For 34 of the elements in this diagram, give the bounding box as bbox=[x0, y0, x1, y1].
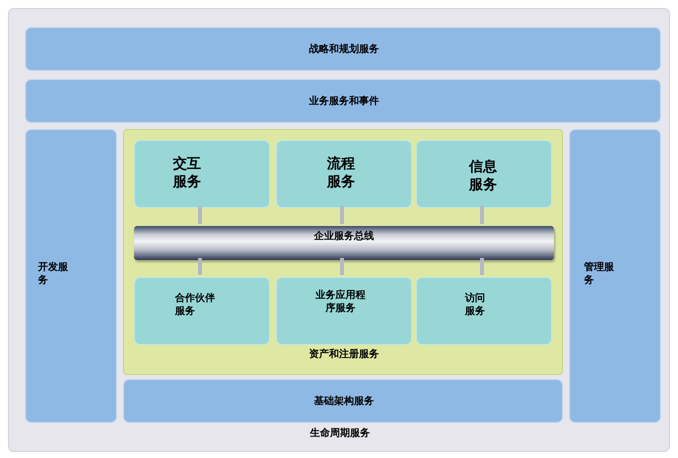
service-box bbox=[134, 277, 270, 345]
connector-line bbox=[340, 206, 344, 224]
service-label: 管理服务 bbox=[584, 261, 614, 287]
service-label: 生命周期服务 bbox=[308, 427, 371, 440]
service-label: 资产和注册服务 bbox=[308, 348, 380, 361]
service-label: 业务应用程序服务 bbox=[315, 289, 366, 315]
service-box bbox=[25, 79, 661, 123]
service-box bbox=[25, 27, 661, 71]
service-label: 信息服务 bbox=[469, 158, 497, 194]
service-box bbox=[25, 129, 117, 423]
service-box bbox=[569, 129, 661, 423]
service-box bbox=[416, 140, 552, 208]
connector-line bbox=[480, 206, 484, 224]
inner-panel bbox=[123, 129, 563, 375]
service-box bbox=[123, 379, 563, 423]
connector-line bbox=[198, 206, 202, 224]
connector-line bbox=[198, 258, 202, 275]
service-box bbox=[276, 140, 412, 208]
service-label: 开发服务 bbox=[38, 261, 68, 287]
service-label: 战略和规划服务 bbox=[308, 43, 380, 56]
service-label: 访问服务 bbox=[465, 292, 486, 318]
outer-panel bbox=[8, 8, 670, 452]
connector-line bbox=[340, 258, 344, 275]
service-label: 合作伙伴服务 bbox=[175, 292, 216, 318]
bus-label: 企业服务总线 bbox=[313, 230, 375, 243]
service-label: 交互服务 bbox=[173, 155, 201, 192]
service-box bbox=[134, 140, 270, 208]
service-label: 基础架构服务 bbox=[313, 395, 375, 408]
service-box bbox=[416, 277, 552, 345]
service-label: 业务服务和事件 bbox=[308, 95, 380, 108]
connector-line bbox=[480, 258, 484, 275]
service-box bbox=[276, 277, 412, 345]
service-bus-cylinder bbox=[134, 226, 554, 260]
service-label: 流程服务 bbox=[327, 155, 355, 192]
